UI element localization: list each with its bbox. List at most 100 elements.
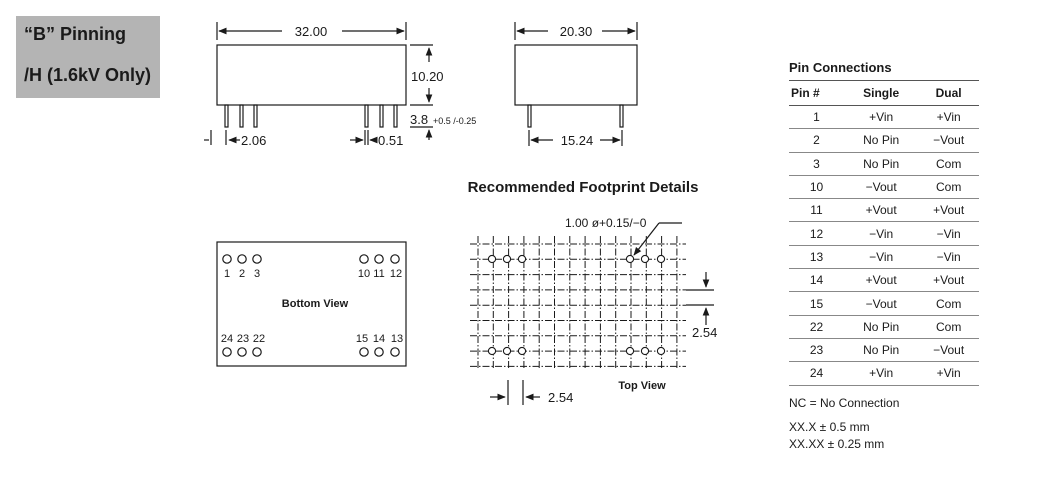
table-row: 1+Vin+Vin bbox=[789, 105, 979, 130]
footprint-hole bbox=[487, 346, 497, 356]
row-spacing-dimension: 15.24 bbox=[561, 133, 594, 148]
column-header: Single bbox=[844, 81, 919, 106]
pin-label: 14 bbox=[373, 333, 385, 345]
dual-cell: −Vin bbox=[918, 245, 979, 270]
width-dimension: 20.30 bbox=[560, 24, 593, 39]
dual-cell: Com bbox=[918, 291, 979, 316]
single-cell: No Pin bbox=[844, 338, 919, 363]
pin-number-cell: 1 bbox=[789, 105, 844, 130]
column-header: Pin # bbox=[789, 81, 844, 106]
pin-number-cell: 14 bbox=[789, 268, 844, 293]
bottom-view-pin-labels: 1 2 3 10 11 12 24 23 22 15 14 13 bbox=[221, 268, 403, 345]
single-cell: No Pin bbox=[844, 128, 919, 153]
pin-number-cell: 11 bbox=[789, 198, 844, 223]
dual-cell: Com bbox=[918, 175, 979, 200]
pinning-label-box: “B” Pinning /H (1.6kV Only) bbox=[16, 16, 160, 98]
pin-number-cell: 10 bbox=[789, 175, 844, 200]
pin-label: 2 bbox=[239, 268, 245, 280]
pin-length-tolerance: +0.5 /-0.25 bbox=[433, 116, 476, 126]
nc-note: NC = No Connection bbox=[789, 396, 900, 410]
pin-number-cell: 23 bbox=[789, 338, 844, 363]
pin-label: 23 bbox=[237, 333, 249, 345]
footprint-hole bbox=[656, 346, 666, 356]
column-header: Dual bbox=[918, 81, 979, 106]
pin-label: 22 bbox=[253, 333, 265, 345]
grid-spacing-vertical: 2.54 bbox=[692, 325, 717, 340]
single-cell: +Vin bbox=[844, 361, 919, 386]
footprint-hole bbox=[487, 254, 497, 264]
single-cell: −Vin bbox=[844, 221, 919, 246]
footprint-hole bbox=[517, 346, 527, 356]
pin-label: 12 bbox=[390, 268, 402, 280]
pin-connections-table: Pin Connections Pin # Single Dual 1+Vin+… bbox=[789, 60, 979, 386]
pin-connections-title: Pin Connections bbox=[789, 60, 979, 81]
footprint-hole bbox=[502, 346, 512, 356]
footprint-title: Recommended Footprint Details bbox=[468, 179, 699, 196]
pin-label: 24 bbox=[221, 333, 233, 345]
footprint-hole bbox=[640, 254, 650, 264]
table-header-row: Pin # Single Dual bbox=[789, 81, 979, 106]
module-end-view bbox=[514, 44, 638, 106]
dual-cell: +Vout bbox=[918, 198, 979, 223]
pin-diameter-dimension: 0.51 bbox=[378, 133, 403, 148]
pin-number-cell: 12 bbox=[789, 221, 844, 246]
dual-cell: +Vin bbox=[918, 105, 979, 130]
pinning-label: “B” Pinning bbox=[24, 24, 126, 44]
footprint-holes bbox=[487, 254, 666, 356]
table-row: 24+Vin+Vin bbox=[789, 361, 979, 386]
pin-number-cell: 22 bbox=[789, 315, 844, 339]
pin-label: 15 bbox=[356, 333, 368, 345]
side-view-pins bbox=[224, 104, 398, 128]
table-row: 14+Vout+Vout bbox=[789, 268, 979, 293]
dual-cell: Com bbox=[918, 315, 979, 339]
dual-cell: +Vout bbox=[918, 268, 979, 293]
pin-number-cell: 3 bbox=[789, 152, 844, 176]
single-cell: −Vout bbox=[844, 291, 919, 316]
module-side-view bbox=[216, 44, 407, 106]
table-row: 12−Vin−Vin bbox=[789, 221, 979, 246]
dual-cell: Com bbox=[918, 152, 979, 176]
pin-label: 11 bbox=[373, 268, 384, 280]
top-view-label: Top View bbox=[618, 380, 666, 392]
bottom-view-pins bbox=[222, 254, 400, 357]
pin-label: 1 bbox=[224, 268, 230, 280]
length-dimension: 32.00 bbox=[295, 24, 328, 39]
footprint-hole bbox=[502, 254, 512, 264]
pin-label: 13 bbox=[391, 333, 403, 345]
pin-pitch-dimension: 2.06 bbox=[241, 133, 266, 148]
pin-number-cell: 15 bbox=[789, 291, 844, 316]
footprint-hole bbox=[625, 254, 635, 264]
single-cell: −Vin bbox=[844, 245, 919, 270]
footprint-hole bbox=[640, 346, 650, 356]
grid-spacing-horizontal: 2.54 bbox=[548, 390, 573, 405]
pin-number-cell: 24 bbox=[789, 361, 844, 386]
single-cell: +Vin bbox=[844, 105, 919, 130]
dual-cell: −Vin bbox=[918, 221, 979, 246]
table-row: 11+Vout+Vout bbox=[789, 198, 979, 223]
tolerance-note: XX.XX ± 0.25 mm bbox=[789, 437, 885, 451]
single-cell: No Pin bbox=[844, 315, 919, 339]
bottom-view-title: Bottom View bbox=[282, 298, 349, 310]
single-cell: −Vout bbox=[844, 175, 919, 200]
single-cell: No Pin bbox=[844, 152, 919, 176]
dual-cell: +Vin bbox=[918, 361, 979, 386]
dual-cell: −Vout bbox=[918, 128, 979, 153]
height-dimension: 10.20 bbox=[411, 69, 444, 84]
table-row: 13−Vin−Vin bbox=[789, 245, 979, 270]
single-cell: +Vout bbox=[844, 198, 919, 223]
footprint-hole bbox=[625, 346, 635, 356]
bottom-view-outline bbox=[216, 241, 407, 367]
pin-number-cell: 2 bbox=[789, 128, 844, 153]
pin-length-dimension: 3.8 bbox=[410, 112, 428, 127]
pin-label: 3 bbox=[254, 268, 260, 280]
pin-number-cell: 13 bbox=[789, 245, 844, 270]
footprint-hole bbox=[656, 254, 666, 264]
pin-label: 10 bbox=[358, 268, 370, 280]
